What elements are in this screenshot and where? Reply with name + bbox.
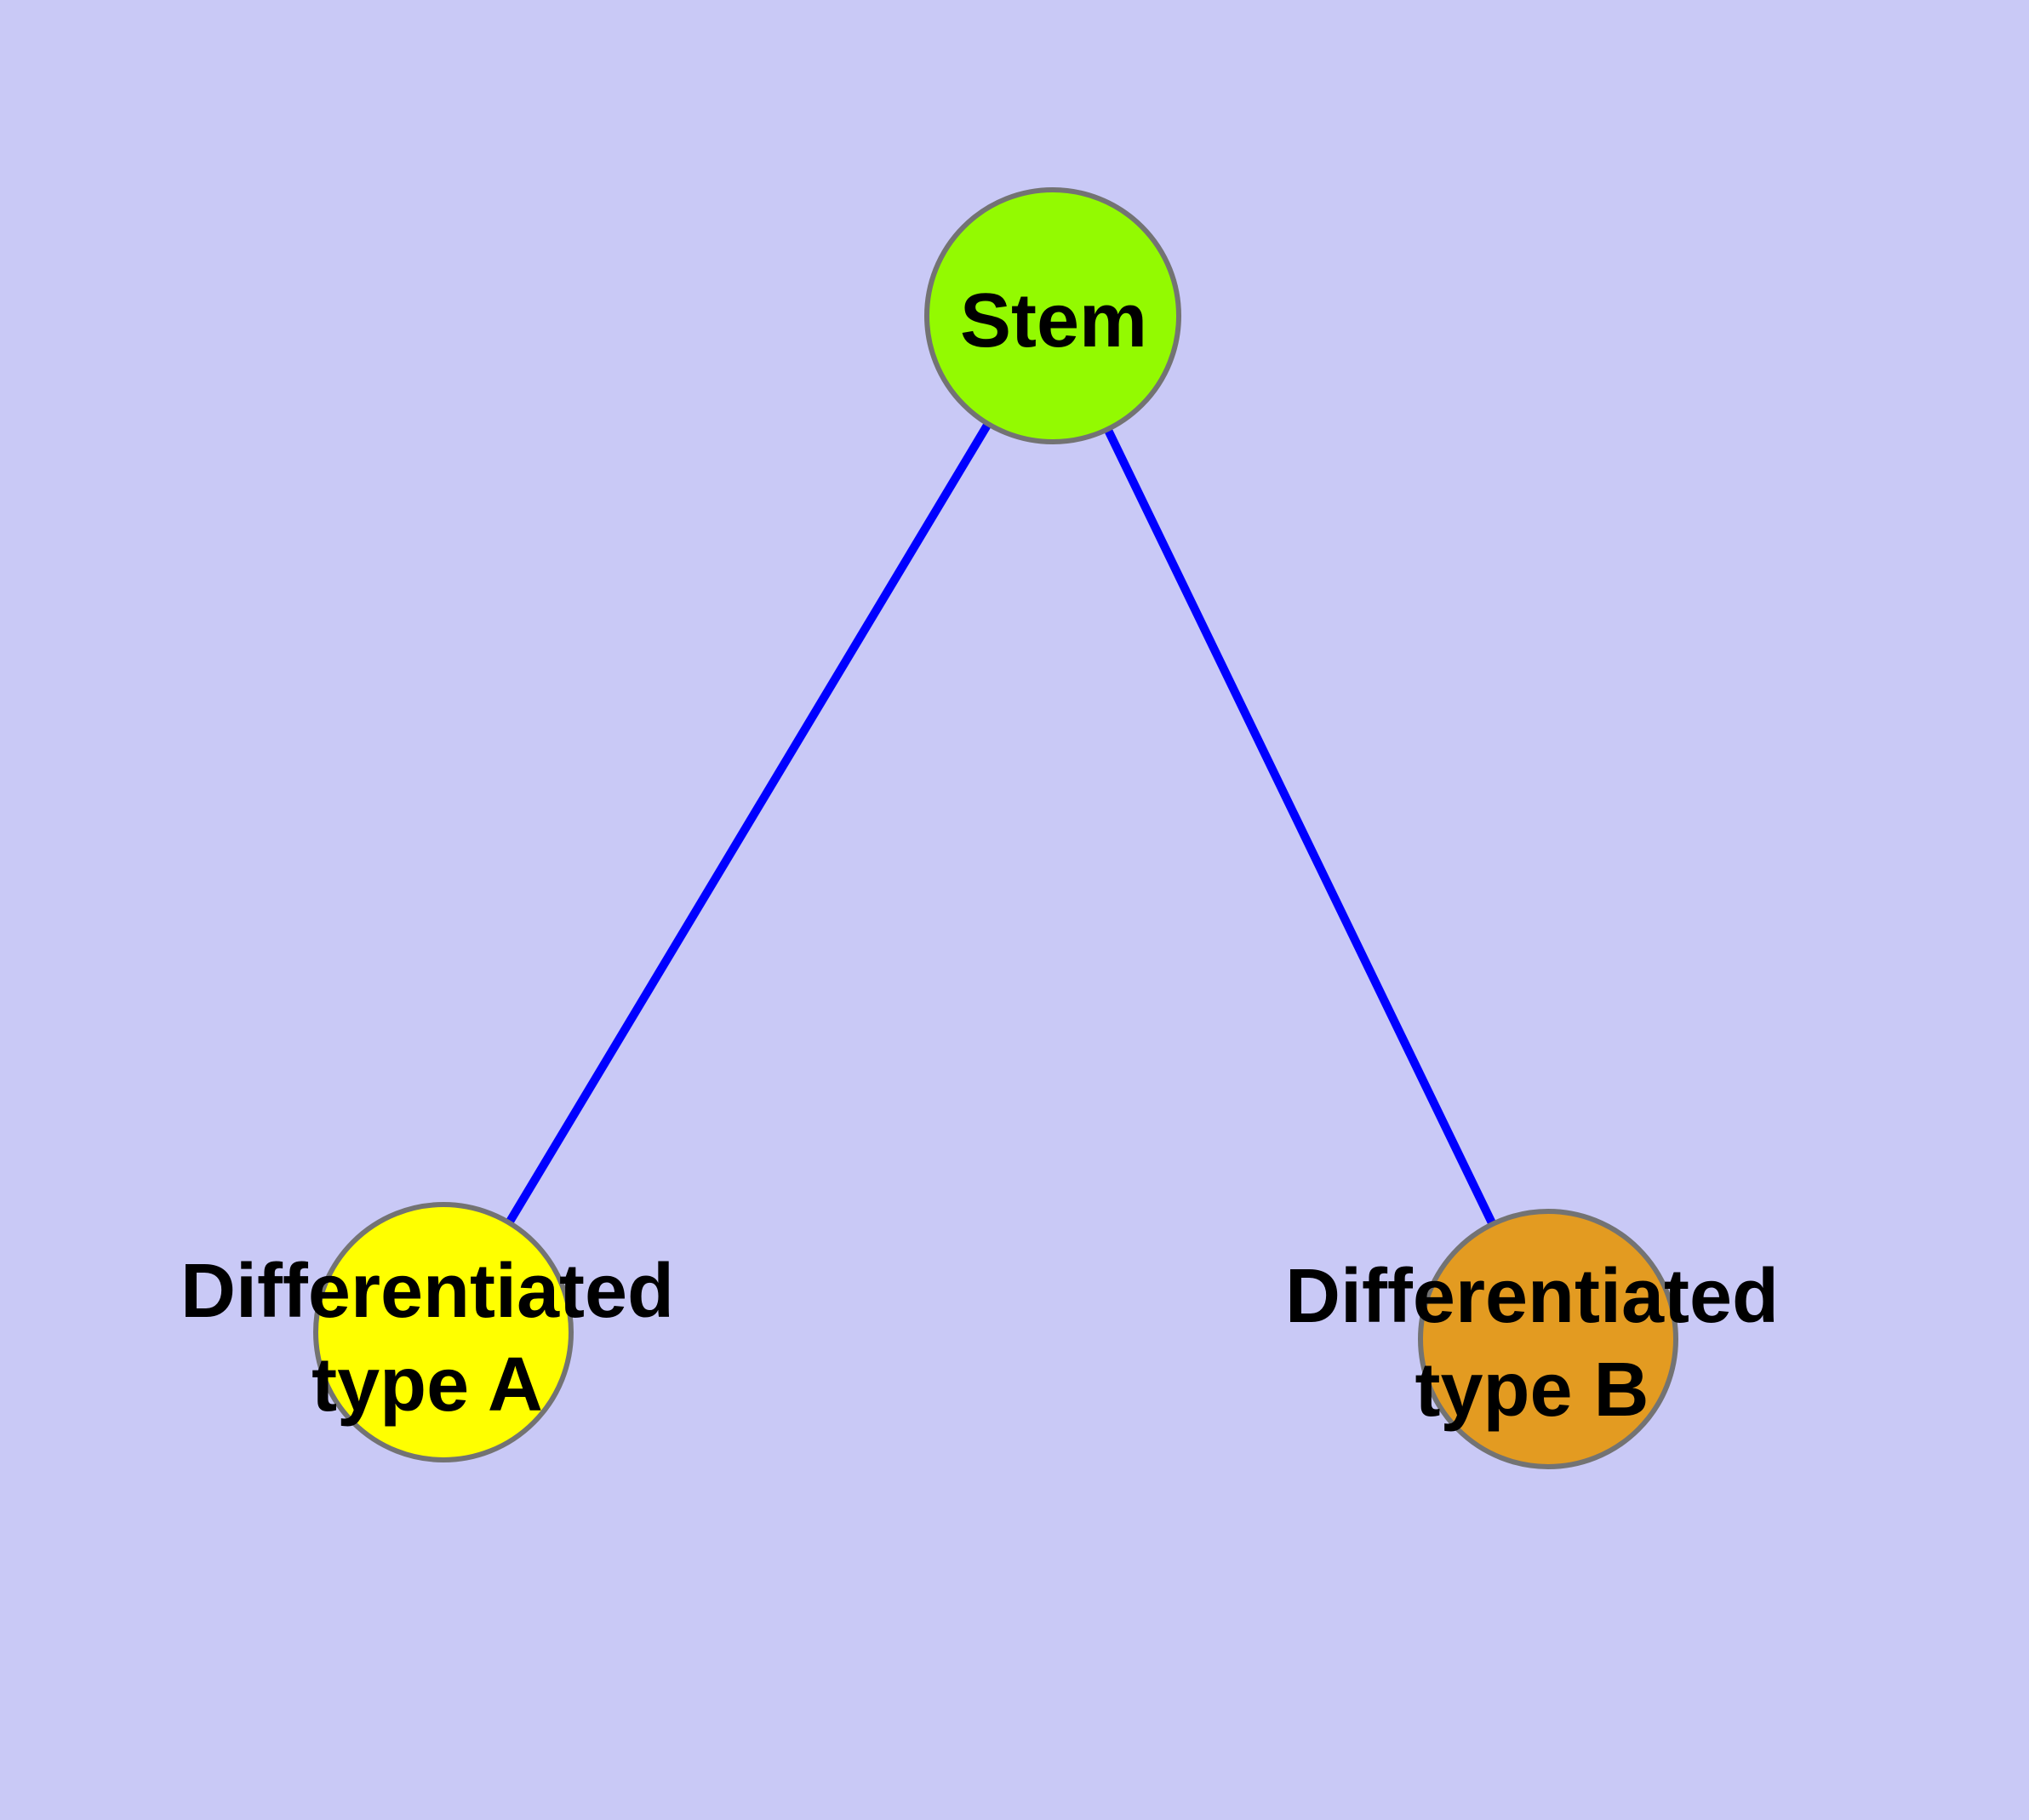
node-differentiated-type-b <box>1418 1209 1678 1469</box>
node-stem <box>924 187 1181 444</box>
edge-stem-to-type-a <box>439 313 1057 1335</box>
node-label-type-b-line-1: Differentiated <box>1285 1254 1779 1339</box>
node-label-type-b-line-2: type B <box>1415 1348 1649 1433</box>
node-label-stem: Stem <box>960 278 1147 363</box>
node-label-type-a-line-1: Differentiated <box>180 1249 674 1334</box>
node-label-type-a-line-2: type A <box>311 1342 543 1428</box>
node-differentiated-type-a <box>313 1202 574 1462</box>
edge-stem-to-type-b <box>1049 313 1552 1342</box>
